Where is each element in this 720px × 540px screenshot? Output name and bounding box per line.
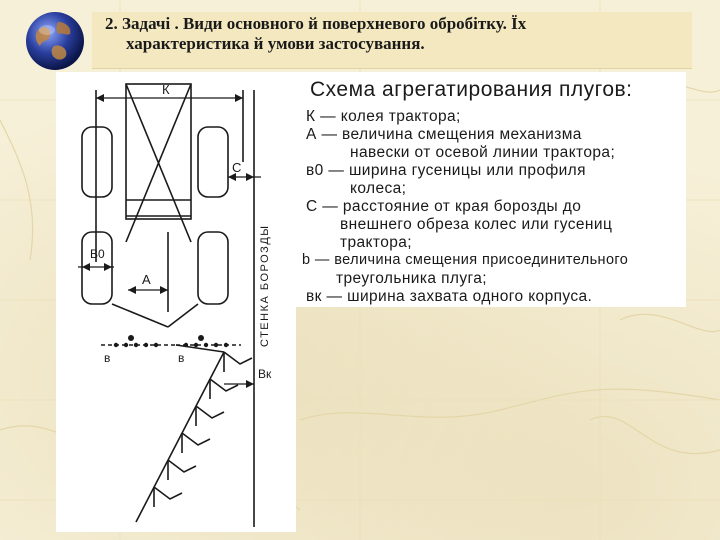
- legend-line-11: вк — ширина захвата одного корпуса.: [306, 288, 593, 305]
- slide-title-line-2: характеристика й умови застосування.: [126, 34, 425, 53]
- legend-title: Схема агрегатирования плугов:: [310, 78, 633, 101]
- label-k: К: [162, 82, 170, 97]
- label-b-left: в: [104, 351, 110, 365]
- label-c: С: [232, 160, 241, 175]
- title-bar: [92, 12, 692, 69]
- label-bk: Вк: [258, 367, 272, 381]
- legend-panel: Схема агрегатирования плугов: К — колея …: [296, 72, 686, 307]
- label-furrow-wall: СТЕНКА БОРОЗДЫ: [259, 224, 271, 347]
- legend-line-7: внешнего обреза колес или гусениц: [340, 216, 613, 233]
- legend-line-3: навески от осевой линии трактора;: [350, 144, 616, 161]
- legend-line-6: С — расстояние от края борозды до: [306, 198, 582, 215]
- label-b-right: в: [178, 351, 184, 365]
- legend-line-9: b — величина смещения присоединительного: [302, 252, 629, 268]
- legend-line-4: в0 — ширина гусеницы или профиля: [306, 162, 586, 179]
- legend-line-8: трактора;: [340, 234, 412, 251]
- label-a: А: [142, 272, 151, 287]
- globe-logo: [24, 10, 86, 72]
- plow-hitch-diagram: К С В0 А в в Вк СТЕНКА БОРОЗДЫ: [56, 72, 296, 532]
- legend-line-5: колеса;: [350, 180, 407, 197]
- legend-line-2: А — величина смещения механизма: [306, 126, 582, 143]
- slide-title-line-1: 2. Задачі . Види основного й поверхневог…: [105, 14, 527, 33]
- legend-line-1: К — колея трактора;: [306, 108, 461, 125]
- label-b0: В0: [90, 247, 105, 261]
- legend-line-10: треугольника плуга;: [336, 270, 487, 287]
